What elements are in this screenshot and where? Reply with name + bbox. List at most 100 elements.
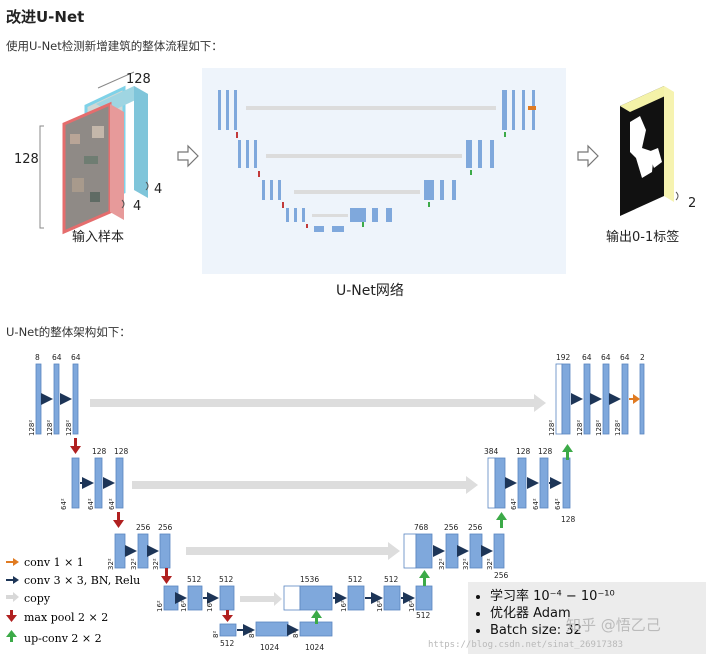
legend-maxpool: max pool 2 × 2 xyxy=(6,610,108,624)
arch-size-label: 128² xyxy=(548,420,556,436)
arch-size-label: 64² xyxy=(87,498,95,510)
arch-size-label: 8² xyxy=(212,631,220,638)
decoder-level-3 xyxy=(403,533,505,569)
note-batch-size: Batch size: 32 xyxy=(490,622,706,639)
max-pool-arrows xyxy=(70,438,233,622)
input-sample-label: 输入样本 xyxy=(72,230,125,245)
page-title: 改进U-Net xyxy=(6,8,85,26)
arch-ch-label: 64 xyxy=(71,353,81,362)
arch-size-label: 32² xyxy=(130,558,138,570)
arch-ch-label: 128 xyxy=(516,447,531,456)
arch-size-label: 8² xyxy=(292,631,300,638)
unet-network-label: U-Net网络 xyxy=(336,283,404,299)
arch-size-label: 64² xyxy=(554,498,562,510)
arch-ch-label: 768 xyxy=(414,523,429,532)
arch-ch-label: 256 xyxy=(494,571,509,580)
encoder-level-3 xyxy=(114,533,171,569)
intro-text: 使用U-Net检测新增建筑的整体流程如下： xyxy=(6,39,223,53)
encoder-level-2 xyxy=(71,457,124,509)
input-sample-image xyxy=(62,85,148,235)
input-channels-label-a: 4 xyxy=(154,182,163,197)
arch-ch-label: 2 xyxy=(640,353,645,362)
copy-connections xyxy=(90,394,546,606)
legend-label: max pool 2 × 2 xyxy=(24,611,108,624)
legend-conv3x3: conv 3 × 3, BN, Relu xyxy=(6,574,140,587)
up-conv-arrows xyxy=(311,444,573,624)
arrow-down-icon xyxy=(6,615,17,622)
arch-size-label: 128² xyxy=(595,420,603,436)
watermark-url: https://blog.csdn.net/sinat_26917383 xyxy=(428,640,624,650)
arch-ch-label: 1024 xyxy=(260,643,279,652)
legend-copy: copy xyxy=(6,592,51,605)
arch-size-label: 64² xyxy=(510,498,518,510)
output-channels-label: 2 xyxy=(688,196,697,211)
bottleneck xyxy=(219,621,333,637)
arch-ch-label: 256 xyxy=(158,523,173,532)
arch-size-label: 128² xyxy=(65,420,73,436)
arch-size-label: 16² xyxy=(408,600,416,612)
arch-size-label: 128² xyxy=(576,420,584,436)
arch-size-label: 32² xyxy=(462,558,470,570)
arch-ch-label: 256 xyxy=(444,523,459,532)
decoder-level-2 xyxy=(487,457,571,509)
arch-ch-label: 8 xyxy=(35,353,40,362)
arch-ch-label: 1024 xyxy=(305,643,324,652)
arrow-right-icon xyxy=(13,592,19,602)
conv-1x1-arrow xyxy=(629,394,640,404)
arch-ch-label: 512 xyxy=(348,575,363,584)
training-notes: 学习率 10⁻⁴ − 10⁻¹⁰ 优化器 Adam Batch size: 32 xyxy=(468,582,706,654)
note-learning-rate: 学习率 10⁻⁴ − 10⁻¹⁰ xyxy=(490,588,706,605)
arch-size-label: 64² xyxy=(60,498,68,510)
watermark-brand: 知乎 @悟乙己 xyxy=(566,616,661,634)
arch-size-label: 16² xyxy=(376,600,384,612)
arch-size-label: 64² xyxy=(532,498,540,510)
arch-ch-label: 128 xyxy=(561,515,576,524)
arch-intro-text: U-Net的整体架构如下： xyxy=(6,325,131,339)
legend-conv1x1: conv 1 × 1 xyxy=(6,556,84,569)
input-height-label: 128 xyxy=(14,152,39,167)
arch-size-label: 32² xyxy=(438,558,446,570)
note-optimizer: 优化器 Adam xyxy=(490,605,706,622)
legend-label: up-conv 2 × 2 xyxy=(24,632,102,645)
legend-label: copy xyxy=(24,592,51,605)
arch-size-label: 16² xyxy=(156,600,164,612)
arch-ch-label: 64 xyxy=(620,353,630,362)
arch-ch-label: 256 xyxy=(136,523,151,532)
arch-ch-label: 512 xyxy=(220,639,235,648)
unet-thumbnail-graphic xyxy=(218,90,536,232)
arrow-right-icon xyxy=(13,576,19,584)
arch-ch-label: 384 xyxy=(484,447,499,456)
flow-diagram xyxy=(39,71,679,235)
arch-size-label: 16² xyxy=(340,600,348,612)
arch-ch-label: 64 xyxy=(52,353,62,362)
input-width-label: 128 xyxy=(126,72,151,87)
arch-ch-label: 256 xyxy=(468,523,483,532)
arch-size-label: 32² xyxy=(107,558,115,570)
output-label: 输出0-1标签 xyxy=(606,230,680,245)
unet-architecture-diagram: 8 64 64 128 128 256 256 512 512 512 1024… xyxy=(6,353,645,652)
conv-3x3-arrows xyxy=(41,393,621,636)
arch-size-label: 64² xyxy=(108,498,116,510)
encoder-level-4 xyxy=(163,585,235,611)
arch-size-label: 128² xyxy=(46,420,54,436)
arch-ch-label: 128 xyxy=(538,447,553,456)
arch-ch-label: 192 xyxy=(556,353,571,362)
arch-size-label: 32² xyxy=(486,558,494,570)
arch-ch-label: 512 xyxy=(416,611,431,620)
flow-arrow-icon xyxy=(177,144,199,168)
arch-ch-label: 512 xyxy=(219,575,234,584)
arch-ch-label: 128 xyxy=(114,447,129,456)
unet-thumbnail xyxy=(202,68,566,274)
legend: conv 1 × 1 conv 3 × 3, BN, Relu copy max… xyxy=(6,556,140,645)
arch-size-label: 16² xyxy=(180,600,188,612)
arch-ch-label: 512 xyxy=(384,575,399,584)
arrow-right-icon xyxy=(13,558,19,566)
arch-size-label: 8² xyxy=(248,631,256,638)
encoder-level-1 xyxy=(35,363,79,435)
arrow-up-icon xyxy=(6,630,17,637)
arch-ch-label: 64 xyxy=(601,353,611,362)
arch-size-label: 16² xyxy=(206,600,214,612)
arch-size-label: 128² xyxy=(28,420,36,436)
legend-upconv: up-conv 2 × 2 xyxy=(6,630,102,645)
decoder-level-4 xyxy=(283,585,433,611)
